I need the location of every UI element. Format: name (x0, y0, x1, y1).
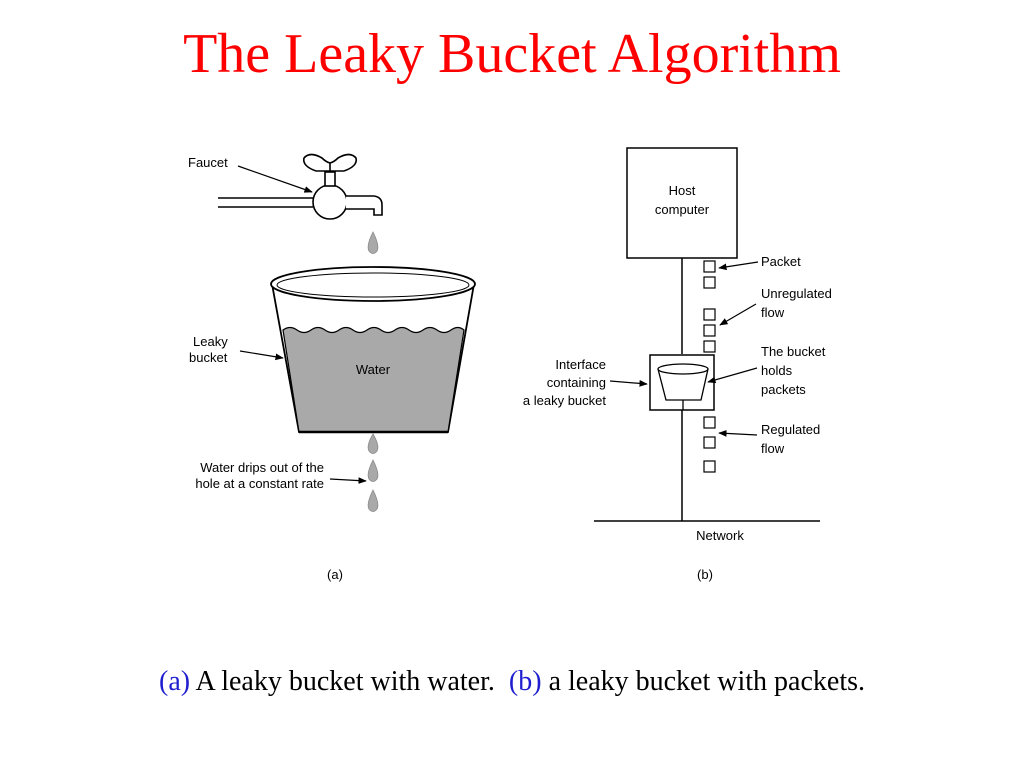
faucet-label: Faucet (188, 155, 228, 170)
bucket-holds-label-line1: The bucket (761, 344, 826, 359)
packet-square (703, 340, 716, 353)
bucket-arrow (239, 350, 284, 361)
drip-label-line2: hole at a constant rate (195, 476, 324, 491)
bucket-label-line1: Leaky (193, 334, 228, 349)
slide-caption: (a) A leaky bucket with water. (b) a lea… (0, 666, 1024, 698)
interface-label-line2: containing (547, 375, 606, 390)
unregulated-label-line1: Unregulated (761, 286, 832, 301)
host-label-line2: computer (655, 202, 710, 217)
packet-square (703, 460, 716, 473)
panel-b-caption: (b) (697, 567, 713, 582)
packets (703, 260, 716, 473)
faucet-icon (218, 153, 383, 220)
packet-square (703, 308, 716, 321)
water-drop-icon (367, 489, 379, 512)
caption-a-tag: (a) (159, 666, 191, 697)
regulated-arrow (718, 430, 758, 437)
caption-b-text: a leaky bucket with packets. (541, 666, 865, 697)
interface-label-line3: a leaky bucket (523, 393, 606, 408)
host-label-line1: Host (669, 183, 696, 198)
water-fill (282, 326, 465, 433)
packet-square (703, 416, 716, 429)
dripping-drops (367, 433, 379, 512)
packet-square (703, 324, 716, 337)
regulated-label-line2: flow (761, 441, 785, 456)
packet-square (703, 436, 716, 449)
panel-b: Host computer Network (523, 147, 832, 582)
faucet-arrow (237, 165, 313, 193)
panel-a: Faucet Leaky bucket Water Water drips ou… (188, 153, 476, 582)
bucket-holds-label-line3: packets (761, 382, 806, 397)
bucket-holds-arrow (707, 367, 758, 384)
slide-title: The Leaky Bucket Algorithm (183, 23, 841, 85)
caption-a-text: A leaky bucket with water. (190, 666, 509, 697)
small-bucket-icon (657, 363, 709, 410)
packet-label: Packet (761, 254, 801, 269)
packet-square (703, 276, 716, 289)
leaky-bucket-icon (270, 266, 476, 434)
bucket-holds-label-line2: holds (761, 363, 793, 378)
water-label: Water (356, 362, 391, 377)
unregulated-label-line2: flow (761, 305, 785, 320)
drip-arrow (329, 477, 367, 484)
water-drop-icon (367, 231, 379, 254)
bucket-label-line2: bucket (189, 350, 228, 365)
packet-square (703, 260, 716, 273)
interface-arrow (609, 380, 648, 387)
regulated-label-line1: Regulated (761, 422, 820, 437)
packet-arrow (718, 261, 759, 271)
unregulated-arrow (719, 303, 757, 326)
caption-b-tag: (b) (508, 666, 542, 697)
network-label: Network (696, 528, 744, 543)
interface-label-line1: Interface (555, 357, 606, 372)
water-drop-icon (367, 433, 379, 454)
drip-label-line1: Water drips out of the (200, 460, 324, 475)
panel-a-caption: (a) (327, 567, 343, 582)
water-drop-icon (367, 459, 379, 482)
